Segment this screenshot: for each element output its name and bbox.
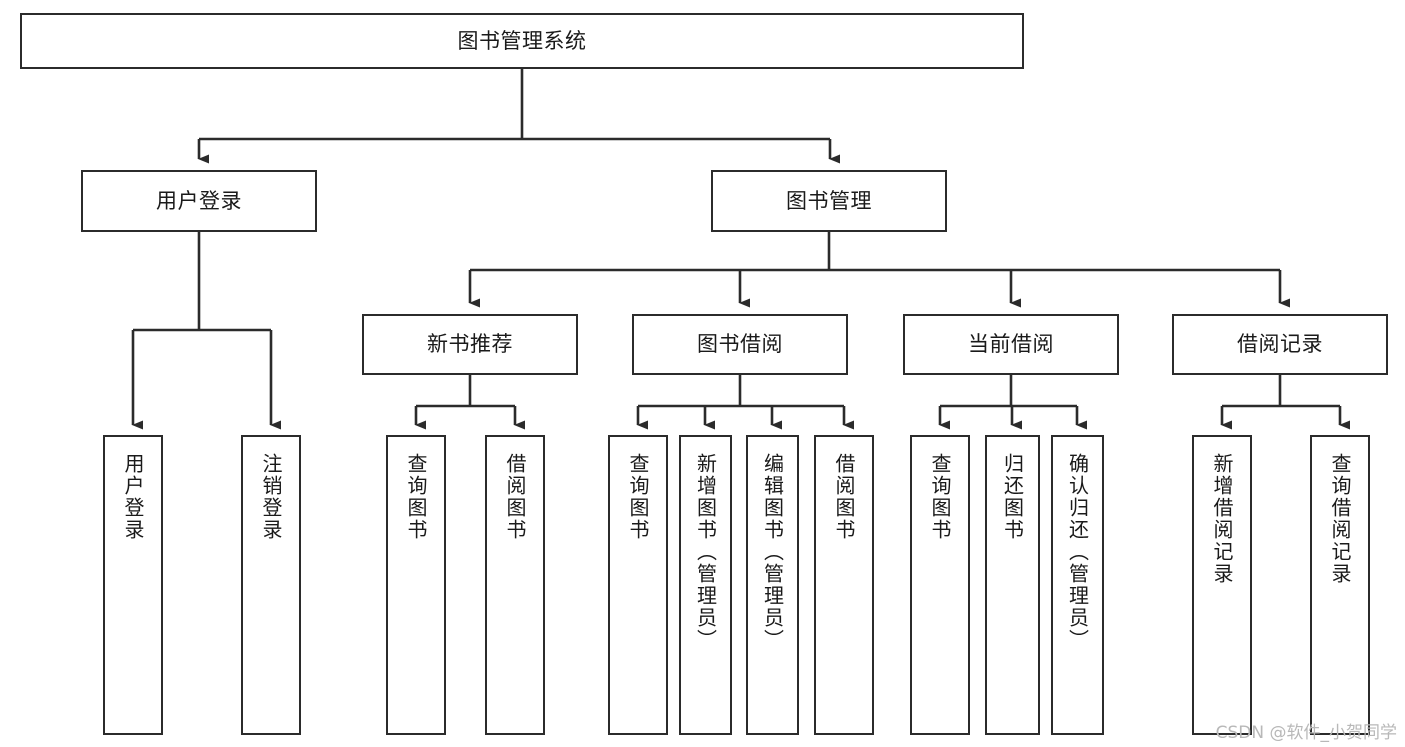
leaf-confirm-return[interactable]: 确认归还（管理员）: [1051, 435, 1104, 735]
leaf-query-book-2-label: 查询图书: [626, 453, 650, 541]
node-book-management[interactable]: 图书管理: [711, 170, 947, 232]
node-book-borrow[interactable]: 图书借阅: [632, 314, 848, 375]
leaf-edit-book[interactable]: 编辑图书（管理员）: [746, 435, 799, 735]
node-book-borrow-label: 图书借阅: [697, 332, 783, 357]
leaf-borrow-book-1[interactable]: 借阅图书: [485, 435, 545, 735]
leaf-add-book[interactable]: 新增图书（管理员）: [679, 435, 732, 735]
leaf-borrow-book-2-label: 借阅图书: [832, 453, 856, 541]
leaf-query-book-2[interactable]: 查询图书: [608, 435, 668, 735]
leaf-query-book-3-label: 查询图书: [928, 453, 952, 541]
leaf-user-logout[interactable]: 注销登录: [241, 435, 301, 735]
leaf-user-login[interactable]: 用户登录: [103, 435, 163, 735]
node-new-book-rec[interactable]: 新书推荐: [362, 314, 578, 375]
node-user-login[interactable]: 用户登录: [81, 170, 317, 232]
leaf-query-book-3[interactable]: 查询图书: [910, 435, 970, 735]
leaf-query-book-1[interactable]: 查询图书: [386, 435, 446, 735]
node-borrow-record[interactable]: 借阅记录: [1172, 314, 1388, 375]
leaf-return-book-label: 归还图书: [1000, 453, 1025, 541]
csdn-watermark: CSDN @软件_小贺同学: [1215, 723, 1397, 743]
node-root-label: 图书管理系统: [457, 28, 587, 53]
node-borrow-record-label: 借阅记录: [1237, 332, 1323, 357]
leaf-borrow-book-1-label: 借阅图书: [503, 453, 527, 541]
node-current-borrow[interactable]: 当前借阅: [903, 314, 1119, 375]
leaf-query-record[interactable]: 查询借阅记录: [1310, 435, 1370, 735]
leaf-add-record[interactable]: 新增借阅记录: [1192, 435, 1252, 735]
leaf-query-book-1-label: 查询图书: [404, 453, 428, 541]
leaf-borrow-book-2[interactable]: 借阅图书: [814, 435, 874, 735]
leaf-user-logout-label: 注销登录: [259, 453, 283, 541]
leaf-add-book-label: 新增图书（管理员）: [693, 453, 718, 651]
leaf-edit-book-label: 编辑图书（管理员）: [760, 453, 785, 651]
node-user-login-label: 用户登录: [156, 188, 242, 213]
leaf-return-book[interactable]: 归还图书: [985, 435, 1040, 735]
leaf-confirm-return-label: 确认归还（管理员）: [1065, 453, 1090, 651]
leaf-query-record-label: 查询借阅记录: [1328, 453, 1352, 585]
leaf-add-record-label: 新增借阅记录: [1210, 453, 1234, 585]
node-current-borrow-label: 当前借阅: [968, 332, 1054, 357]
node-root[interactable]: 图书管理系统: [20, 13, 1024, 69]
leaf-user-login-label: 用户登录: [121, 453, 145, 541]
node-new-book-rec-label: 新书推荐: [427, 332, 513, 357]
node-book-management-label: 图书管理: [786, 188, 872, 213]
